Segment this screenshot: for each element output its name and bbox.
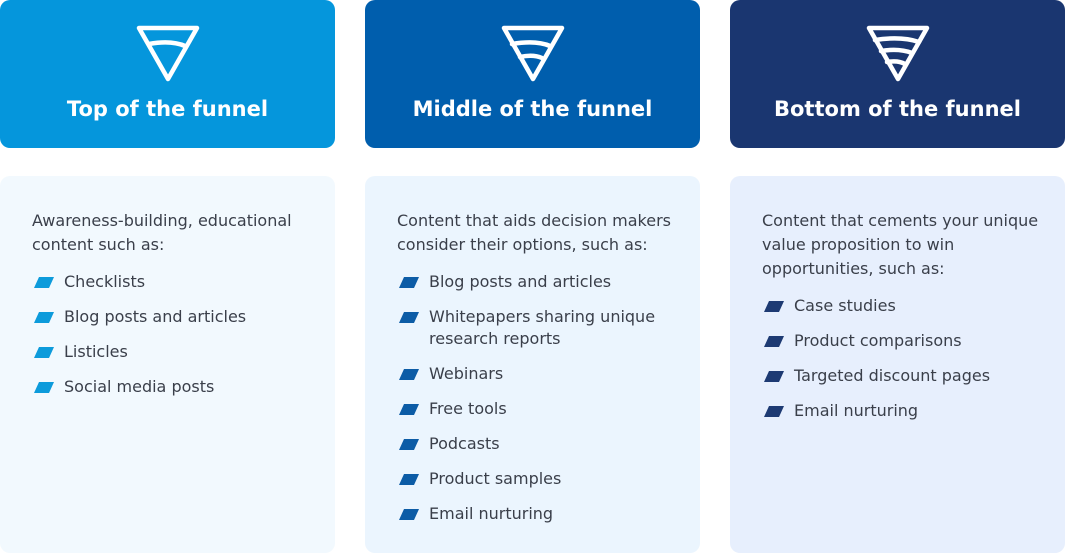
header-top-of-funnel: Top of the funnel <box>0 0 335 148</box>
list-item-label: Product comparisons <box>794 331 962 350</box>
parallelogram-bullet-icon <box>399 404 419 415</box>
list-item-label: Social media posts <box>64 377 215 396</box>
list-item-label: Email nurturing <box>429 504 554 523</box>
funnel-icon <box>501 25 565 82</box>
parallelogram-bullet-icon <box>764 336 784 347</box>
list-item: Email nurturing <box>397 503 680 525</box>
content-list: Blog posts and articles Whitepapers shar… <box>397 271 680 525</box>
list-item: Email nurturing <box>762 400 1045 422</box>
parallelogram-bullet-icon <box>399 439 419 450</box>
column-title: Bottom of the funnel <box>774 97 1021 121</box>
column-title: Middle of the funnel <box>412 97 653 121</box>
list-item: Blog posts and articles <box>32 306 315 328</box>
column-intro: Content that aids decision makers consid… <box>397 211 672 254</box>
content-panel: Awareness-building, educational content … <box>0 176 335 553</box>
column-title: Top of the funnel <box>66 97 269 121</box>
parallelogram-bullet-icon <box>399 312 419 323</box>
list-item: Blog posts and articles <box>397 271 680 293</box>
content-panel: Content that aids decision makers consid… <box>365 176 700 553</box>
parallelogram-bullet-icon <box>34 382 54 393</box>
column-intro: Content that cements your unique value p… <box>762 211 1039 278</box>
parallelogram-bullet-icon <box>34 312 54 323</box>
list-item-label: Whitepapers sharing unique research repo… <box>429 307 656 348</box>
list-item: Listicles <box>32 341 315 363</box>
list-item: Case studies <box>762 295 1045 317</box>
header-bottom-of-funnel: Bottom of the funnel <box>730 0 1065 148</box>
list-item: Social media posts <box>32 376 315 398</box>
list-item: Webinars <box>397 363 680 385</box>
list-item-label: Podcasts <box>429 434 500 453</box>
list-item-label: Blog posts and articles <box>429 272 612 291</box>
list-item-label: Targeted discount pages <box>794 366 991 385</box>
list-item: Product samples <box>397 468 680 490</box>
list-item: Product comparisons <box>762 330 1045 352</box>
list-item: Podcasts <box>397 433 680 455</box>
list-item-label: Free tools <box>429 399 507 418</box>
column-middle-of-funnel: Middle of the funnel Content that aids d… <box>365 0 700 553</box>
list-item: Free tools <box>397 398 680 420</box>
content-list: Checklists Blog posts and articles Listi… <box>32 271 315 398</box>
parallelogram-bullet-icon <box>399 509 419 520</box>
list-item-label: Case studies <box>794 296 896 315</box>
list-item: Targeted discount pages <box>762 365 1045 387</box>
funnel-icon <box>866 25 930 82</box>
parallelogram-bullet-icon <box>764 406 784 417</box>
list-item-label: Listicles <box>64 342 128 361</box>
list-item-label: Webinars <box>429 364 504 383</box>
list-item-label: Blog posts and articles <box>64 307 247 326</box>
funnel-icon <box>136 25 200 82</box>
content-panel: Content that cements your unique value p… <box>730 176 1065 553</box>
column-top-of-funnel: Top of the funnel Awareness-building, ed… <box>0 0 335 553</box>
column-bottom-of-funnel: Bottom of the funnel Content that cement… <box>730 0 1065 553</box>
parallelogram-bullet-icon <box>399 277 419 288</box>
parallelogram-bullet-icon <box>764 301 784 312</box>
parallelogram-bullet-icon <box>34 277 54 288</box>
list-item-label: Product samples <box>429 469 562 488</box>
header-middle-of-funnel: Middle of the funnel <box>365 0 700 148</box>
parallelogram-bullet-icon <box>34 347 54 358</box>
list-item: Whitepapers sharing unique research repo… <box>397 306 680 350</box>
list-item: Checklists <box>32 271 315 293</box>
parallelogram-bullet-icon <box>399 369 419 380</box>
list-item-label: Email nurturing <box>794 401 919 420</box>
parallelogram-bullet-icon <box>399 474 419 485</box>
list-item-label: Checklists <box>64 272 146 291</box>
parallelogram-bullet-icon <box>764 371 784 382</box>
content-list: Case studies Product comparisons Targete… <box>762 295 1045 422</box>
column-intro: Awareness-building, educational content … <box>32 211 292 254</box>
